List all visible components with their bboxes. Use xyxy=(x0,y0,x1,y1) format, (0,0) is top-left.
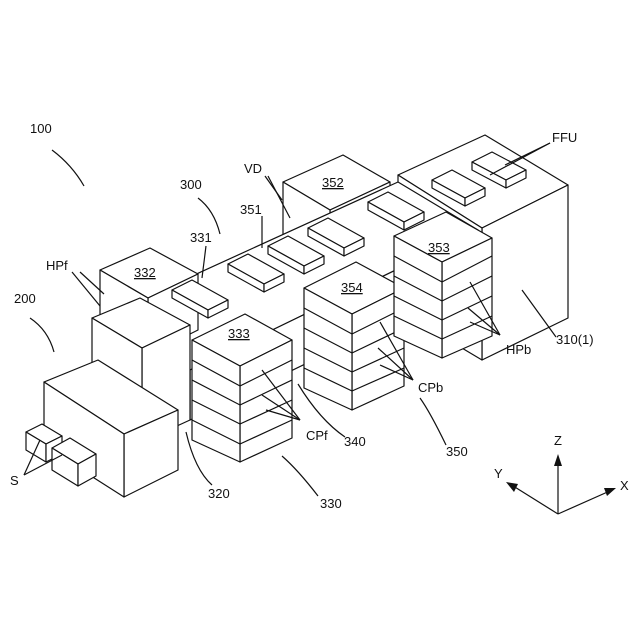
label-320: 320 xyxy=(208,486,230,501)
label-352: 352 xyxy=(322,175,344,190)
label-S: S xyxy=(10,473,19,488)
label-354: 354 xyxy=(341,280,363,295)
label-351: 351 xyxy=(240,202,262,217)
label-HPf: HPf xyxy=(46,258,68,273)
label-330: 330 xyxy=(320,496,342,511)
label-HPb: HPb xyxy=(506,342,531,357)
label-VD: VD xyxy=(244,161,262,176)
axis-label-z: Z xyxy=(554,433,562,448)
label-353: 353 xyxy=(428,240,450,255)
axis-label-x: X xyxy=(620,478,629,493)
label-CPb: CPb xyxy=(418,380,443,395)
label-200: 200 xyxy=(14,291,36,306)
axis-indicator xyxy=(506,454,616,514)
label-310: 310(1) xyxy=(556,332,594,347)
label-100: 100 xyxy=(30,121,52,136)
label-300: 300 xyxy=(180,177,202,192)
label-FFU: FFU xyxy=(552,130,577,145)
label-CPf: CPf xyxy=(306,428,328,443)
module-353-stack xyxy=(394,212,492,358)
label-333: 333 xyxy=(228,326,250,341)
axis-label-y: Y xyxy=(494,466,503,481)
label-332: 332 xyxy=(134,265,156,280)
label-331: 331 xyxy=(190,230,212,245)
label-350: 350 xyxy=(446,444,468,459)
label-340: 340 xyxy=(344,434,366,449)
